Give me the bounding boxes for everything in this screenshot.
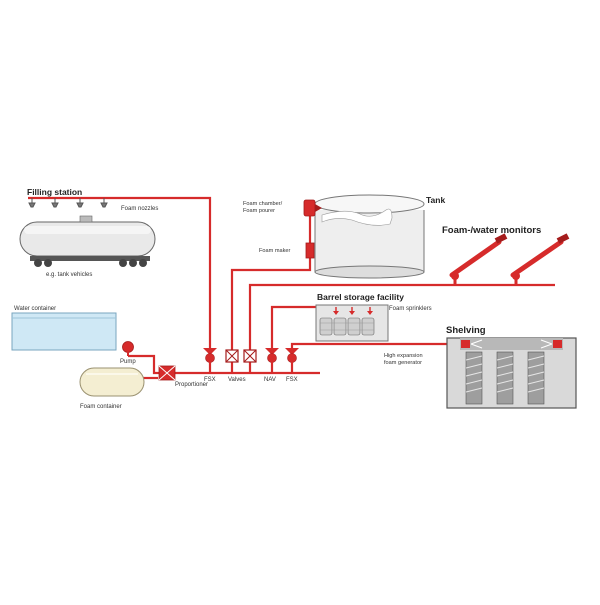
monitors-title: Foam-/water monitors bbox=[442, 225, 541, 236]
storage-tank bbox=[314, 194, 425, 279]
barrel-storage-facility bbox=[315, 304, 389, 342]
foam-nozzles-label: Foam nozzles bbox=[121, 206, 158, 212]
foam-chamber-label: Foam chamber/ bbox=[243, 201, 283, 207]
proportioner-label: Proportioner bbox=[175, 382, 208, 388]
foam-sprinkler-icon bbox=[333, 311, 339, 315]
foam-container bbox=[79, 367, 145, 397]
valves-label: Valves bbox=[228, 377, 246, 383]
shelf-rack bbox=[496, 351, 514, 405]
filling-station-title: Filling station bbox=[27, 187, 82, 197]
tank-vehicles-label: e.g. tank vehicles bbox=[46, 272, 92, 278]
foam-pourer-label: Foam pourer bbox=[243, 208, 275, 214]
fsx-left-label: FSX bbox=[204, 377, 216, 383]
high-expansion-generator-icon bbox=[461, 339, 483, 349]
hi-ex-label-2: foam generator bbox=[384, 360, 422, 366]
water-container-label: Water container bbox=[14, 306, 56, 312]
foam-monitor-icon bbox=[510, 233, 570, 285]
foam-container-label: Foam container bbox=[80, 404, 122, 410]
hi-ex-label-1: High expansion bbox=[384, 353, 423, 359]
filling-station: Filling station Foam nozzles e.g. tank v… bbox=[19, 187, 158, 278]
foam-monitor-icon bbox=[449, 233, 508, 285]
proportioner-icon bbox=[158, 365, 176, 381]
pump-icon bbox=[122, 341, 134, 356]
tank-title: Tank bbox=[426, 195, 445, 205]
foam-nozzle-icon bbox=[76, 198, 84, 208]
water-container: Water container bbox=[11, 306, 117, 351]
butterfly-valve-icon bbox=[265, 348, 279, 373]
foam-nozzle-icon bbox=[51, 198, 59, 208]
shelving-title: Shelving bbox=[446, 325, 486, 336]
fsx-right-label: FSX bbox=[286, 377, 298, 383]
high-expansion-generator-icon bbox=[540, 339, 562, 349]
barrel-group bbox=[319, 317, 375, 336]
foam-maker-icon bbox=[305, 242, 315, 259]
shelving-room bbox=[446, 337, 577, 409]
nav-label: NAV bbox=[264, 377, 276, 383]
check-valve-icon bbox=[243, 349, 257, 363]
shelf-rack bbox=[465, 351, 483, 405]
butterfly-valve-icon bbox=[203, 348, 217, 373]
barrel-storage-title: Barrel storage facility bbox=[317, 292, 404, 302]
butterfly-valve-icon bbox=[285, 348, 299, 373]
foam-chamber-icon bbox=[303, 199, 322, 217]
foam-sprinkler-icon bbox=[349, 311, 355, 315]
pump-label: Pump bbox=[120, 359, 136, 365]
foam-nozzle-icon bbox=[100, 198, 108, 208]
foam-sprinkler-icon bbox=[367, 311, 373, 315]
foam-maker-label: Foam maker bbox=[259, 248, 291, 254]
shelf-rack bbox=[527, 351, 545, 405]
check-valve-icon bbox=[225, 349, 239, 363]
foam-nozzle-icon bbox=[28, 198, 36, 208]
foam-sprinklers-label: Foam sprinklers bbox=[389, 306, 432, 312]
tank-vehicle bbox=[19, 215, 156, 267]
